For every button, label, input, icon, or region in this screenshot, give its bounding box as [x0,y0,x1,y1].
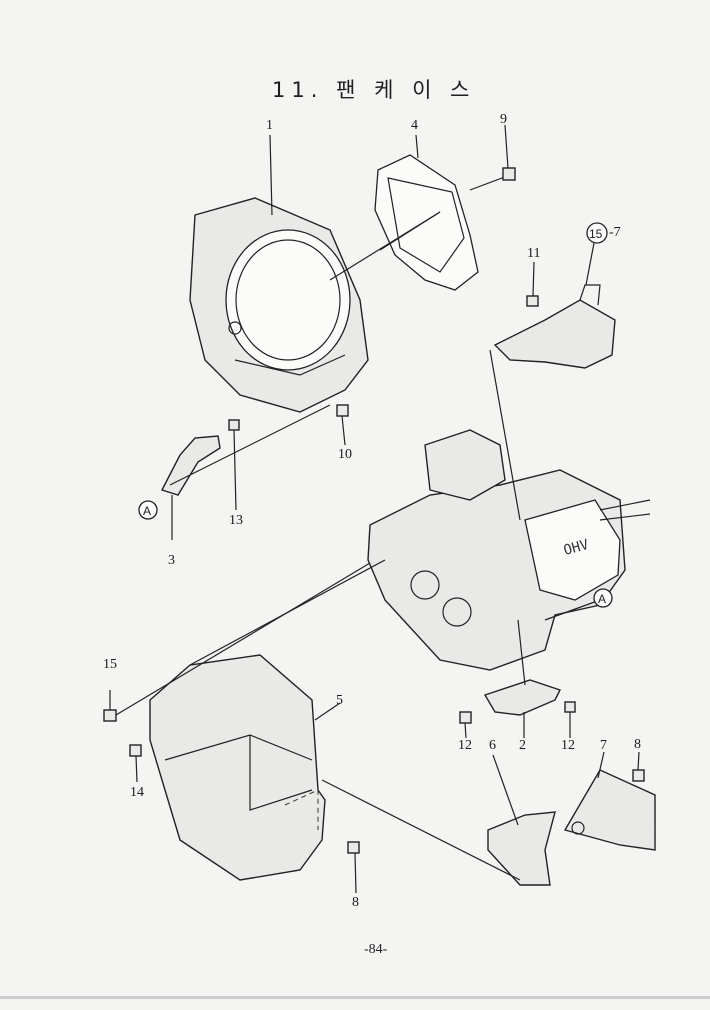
callout-8-right: 8 [634,737,641,752]
callout-10: 10 [338,447,352,462]
group-ref-circle-15: 15 [586,222,608,244]
page-number: -84- [364,942,388,957]
plate-part-7 [563,769,656,851]
fan-shroud-part-1 [189,197,369,413]
svg-text:A: A [598,592,606,606]
callout-12-left: 12 [458,738,472,753]
bracket-part-2 [483,679,561,716]
svg-text:A: A [143,504,151,518]
callout-1: 1 [266,118,273,133]
leader-lines [109,134,640,894]
callout-7: 7 [600,738,607,753]
reference-marker-a-left: A [138,500,158,520]
engine-block: OHV [367,429,651,671]
fan-guard-part-4 [374,154,479,291]
callout-2: 2 [519,738,526,753]
fan-case-cover-part-5 [149,654,326,881]
scan-edge-rule [0,996,710,999]
callout-3: 3 [168,553,175,568]
callout-13: 13 [229,513,243,528]
callout-12-right: 12 [561,738,575,753]
bracket-part-3 [160,419,240,511]
bracket-part-15-7 [493,284,616,369]
callout-11: 11 [527,246,541,261]
bracket-part-6 [487,811,556,886]
bolt-part-10 [336,404,349,446]
page-title: 11. 팬 케 이 스 [272,78,476,102]
callout-15-7: -7 [609,225,621,240]
callout-6: 6 [489,738,496,753]
callout-8-lower: 8 [352,895,359,910]
callout-14: 14 [130,785,144,800]
svg-text:15: 15 [589,227,603,241]
bolt-part-9 [469,124,516,191]
reference-marker-a-right: A [593,588,613,608]
callout-15: 15 [103,657,117,672]
svg-text:OHV: OHV [562,537,591,559]
callout-5: 5 [336,693,343,708]
callout-9: 9 [500,112,507,127]
callout-4: 4 [411,118,418,133]
